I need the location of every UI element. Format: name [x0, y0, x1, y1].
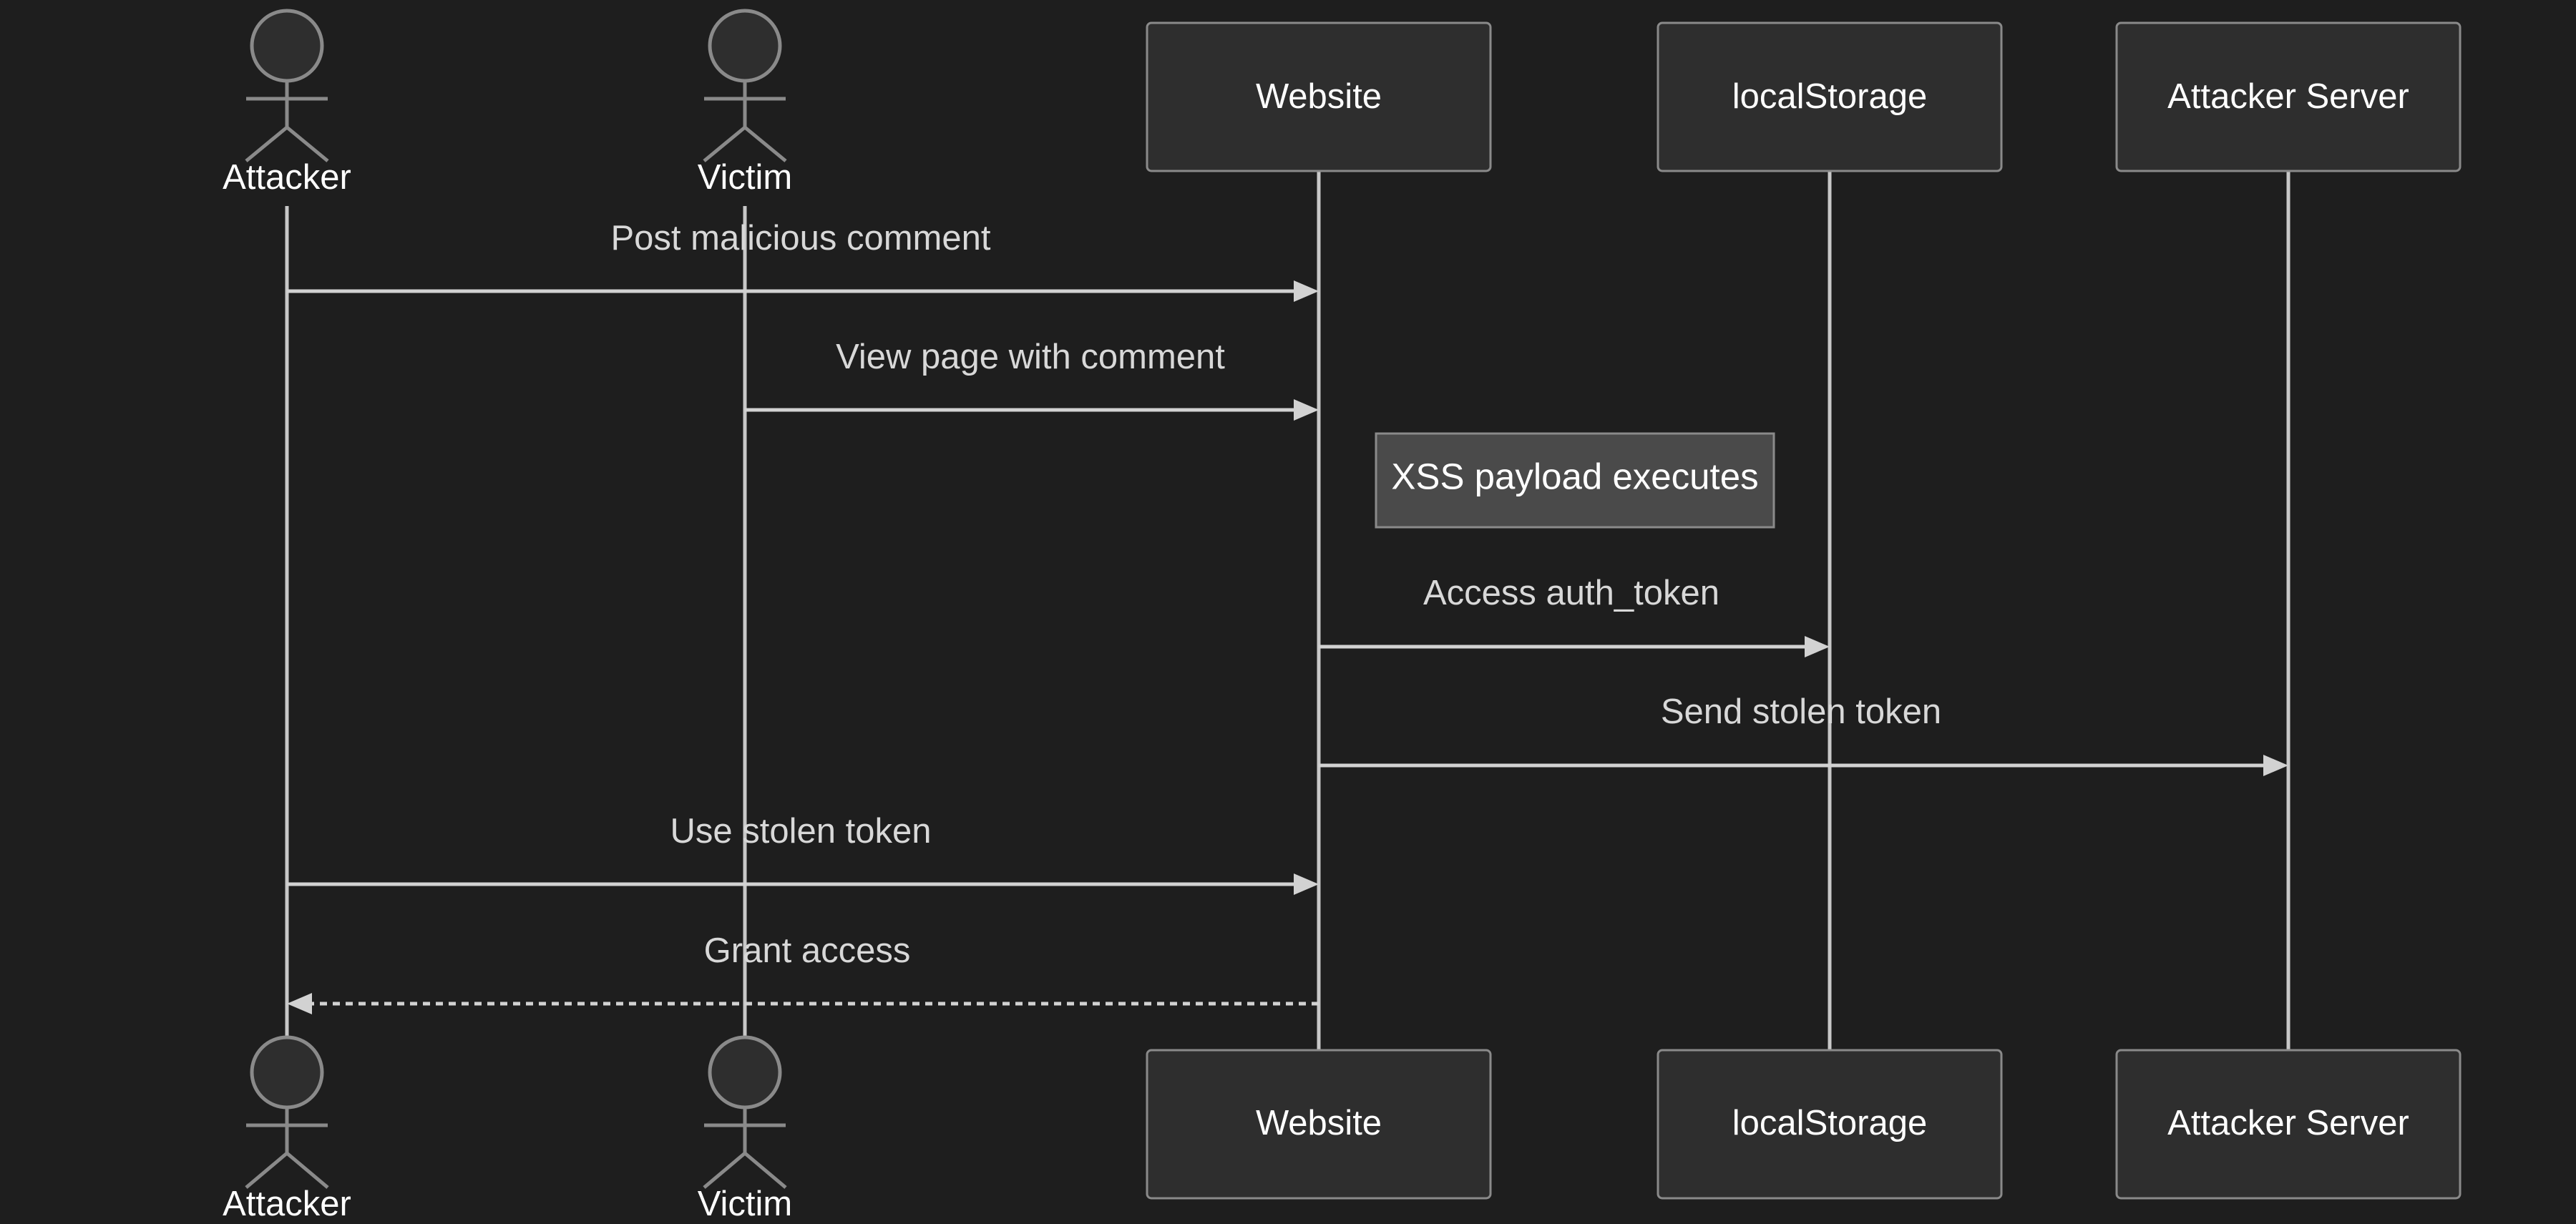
message-send-stolen-token: Send stolen token	[1319, 692, 2288, 776]
arrowhead-icon	[2263, 755, 2288, 776]
actor-left-leg	[703, 126, 746, 162]
participant-website-bottom: Website	[1146, 1049, 1492, 1200]
actor-right-leg	[286, 126, 329, 162]
actor-head-icon	[250, 1035, 324, 1110]
participant-box	[1146, 1049, 1492, 1200]
message-post-malicious-comment: Post malicious comment	[287, 219, 1319, 302]
arrowhead-icon	[1294, 280, 1319, 302]
participant-label: localStorage	[1732, 77, 1927, 116]
actor-head-icon	[250, 9, 324, 83]
note-label: XSS payload executes	[1391, 456, 1758, 496]
participant-attacker-server-top: Attacker Server	[2115, 21, 2462, 172]
message-label: Use stolen token	[670, 812, 932, 851]
actor-right-leg	[743, 126, 787, 162]
actor-left-leg	[703, 1152, 746, 1189]
participant-box	[2115, 21, 2462, 172]
note-box	[1375, 432, 1775, 529]
participant-label: Attacker Server	[2167, 1104, 2409, 1142]
participant-local-storage-top: localStorage	[1657, 21, 2003, 172]
participant-label: localStorage	[1732, 1104, 1927, 1142]
arrowhead-icon	[287, 993, 312, 1014]
actor-left-leg	[245, 1152, 288, 1189]
actor-right-leg	[286, 1152, 329, 1189]
actor-victim-top: Victim	[698, 9, 793, 197]
participant-label: Website	[1256, 1104, 1382, 1142]
arrowhead-icon	[1294, 873, 1319, 895]
actor-label: Attacker	[223, 158, 351, 197]
participant-box	[1146, 21, 1492, 172]
message-label: Access auth_token	[1423, 574, 1719, 612]
message-view-page-with-comment: View page with comment	[745, 338, 1319, 421]
arrowhead-icon	[1805, 636, 1830, 657]
participant-local-storage-bottom: localStorage	[1657, 1049, 2003, 1200]
actor-attacker-top: Attacker	[223, 9, 351, 197]
actor-attacker-bottom: Attacker	[223, 1035, 351, 1223]
arrowhead-icon	[1294, 399, 1319, 421]
participant-attacker-server-bottom: Attacker Server	[2115, 1049, 2462, 1200]
message-label: Grant access	[704, 931, 911, 970]
note-xss-payload: XSS payload executes	[1375, 432, 1775, 529]
actor-label: Attacker	[223, 1185, 351, 1223]
actor-head-icon	[708, 9, 782, 83]
actor-head-icon	[708, 1035, 782, 1110]
message-label: Post malicious comment	[610, 219, 990, 258]
participant-label: Website	[1256, 77, 1382, 116]
actor-label: Victim	[698, 1185, 793, 1223]
message-access-auth-token: Access auth_token	[1319, 574, 1830, 657]
participant-website-top: Website	[1146, 21, 1492, 172]
message-use-stolen-token: Use stolen token	[287, 812, 1319, 895]
actor-right-leg	[743, 1152, 787, 1189]
message-label: Send stolen token	[1661, 692, 1941, 731]
actor-victim-bottom: Victim	[698, 1035, 793, 1223]
actor-label: Victim	[698, 158, 793, 197]
participant-box	[2115, 1049, 2462, 1200]
participant-box	[1657, 21, 2003, 172]
participant-label: Attacker Server	[2167, 77, 2409, 116]
actor-left-leg	[245, 126, 288, 162]
message-label: View page with comment	[836, 338, 1225, 376]
participant-box	[1657, 1049, 2003, 1200]
message-grant-access: Grant access	[287, 931, 1319, 1014]
